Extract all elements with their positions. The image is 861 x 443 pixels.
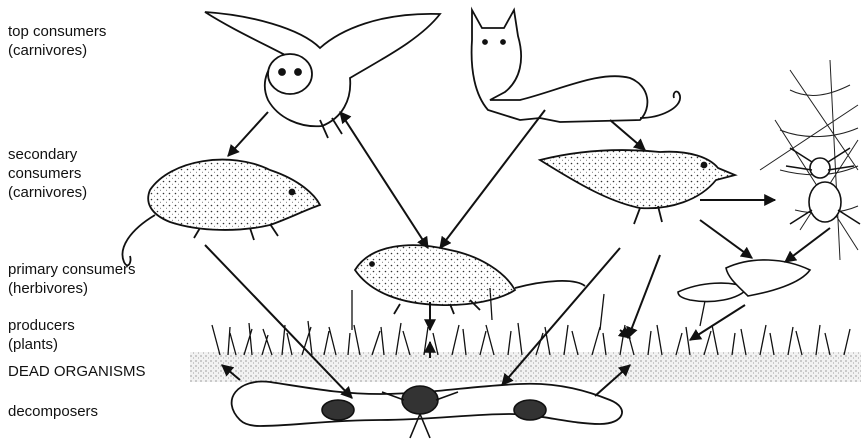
- owl-illustration: [205, 12, 440, 138]
- cat-illustration: [472, 10, 681, 122]
- grass-illustration: [212, 288, 850, 355]
- songbird-illustration: [540, 150, 735, 224]
- mouse-illustration: [355, 245, 585, 314]
- shrew-illustration: [122, 160, 320, 266]
- spider-illustration: [786, 148, 860, 224]
- caterpillars-illustration: [678, 260, 810, 302]
